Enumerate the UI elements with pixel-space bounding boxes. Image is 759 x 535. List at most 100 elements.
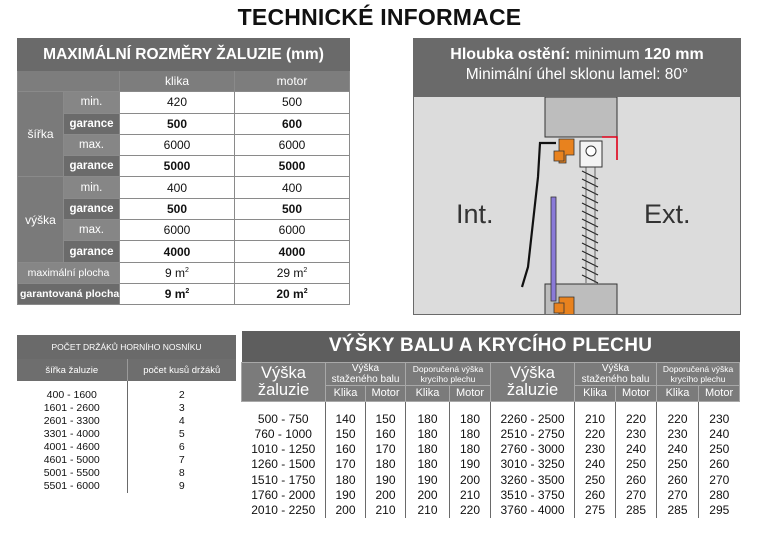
window-section-diagram: Int. Ext. — [414, 97, 740, 314]
value-klika: 6000 — [119, 133, 235, 157]
package-value: 230 — [697, 401, 740, 427]
package-value: 170 — [365, 442, 406, 458]
height-range: 760 - 1000 — [254, 427, 312, 442]
package-value: 240 — [697, 427, 740, 443]
package-value: 240 — [615, 442, 657, 458]
height-range: 2760 - 3000 — [490, 442, 575, 458]
value-klika: 4000 — [119, 240, 235, 263]
package-value: 270 — [656, 487, 699, 503]
package-value: 280 — [697, 487, 740, 503]
package-value: 200 — [325, 502, 366, 519]
package-value: 140 — [325, 401, 366, 427]
holders-table: POČET DRŽÁKŮ HORNÍHO NOSNÍKU šířka žaluz… — [17, 335, 236, 493]
value-klika: 420 — [119, 91, 235, 114]
width-range: 2601 - 3300 — [17, 415, 128, 428]
value-motor: 500 — [233, 91, 351, 114]
package-value: 285 — [615, 502, 657, 519]
package-value: 260 — [656, 472, 699, 488]
interior-label: Int. — [456, 199, 494, 229]
area-guaranteed-klika: 9 m2 — [119, 282, 235, 306]
package-value: 210 — [365, 502, 406, 519]
package-value: 210 — [449, 487, 491, 503]
package-value: 250 — [615, 457, 657, 473]
area-max-label: maximální plocha — [17, 261, 120, 284]
package-value: 180 — [449, 401, 491, 427]
package-value: 160 — [325, 442, 366, 458]
package-value: 260 — [697, 457, 740, 473]
width-range: 4001 - 4600 — [17, 441, 128, 454]
holder-count: 5 — [178, 428, 185, 440]
col-motor: motor — [233, 69, 351, 93]
mounting-info-box: Hloubka ostění: minimum 120 mm Minimální… — [413, 38, 741, 315]
package-value: 180 — [449, 427, 491, 443]
package-value: 150 — [325, 427, 366, 443]
package-value: 230 — [615, 427, 657, 443]
package-value: 180 — [405, 401, 450, 427]
sub-motor: Motor — [697, 384, 741, 402]
sub-klika: Klika — [656, 384, 699, 402]
width-range: 5501 - 6000 — [17, 480, 128, 493]
exterior-label: Ext. — [644, 199, 691, 229]
frame-profile-bottom-inner — [553, 302, 565, 314]
value-motor: 6000 — [233, 133, 351, 157]
height-range: 500 - 750 — [257, 412, 309, 426]
height-range: 3260 - 3500 — [490, 472, 575, 488]
height-range: 2260 - 2500 — [490, 401, 575, 427]
package-value: 270 — [697, 472, 740, 488]
value-motor: 500 — [233, 197, 351, 221]
height-range: 2510 - 2750 — [490, 427, 575, 443]
lintel-shape — [544, 97, 618, 138]
value-motor: 600 — [233, 112, 351, 135]
package-value: 210 — [405, 502, 450, 519]
width-range: 3301 - 4000 — [17, 428, 128, 441]
slat-angle-text: Minimální úhel sklonu lamel: 80° — [465, 66, 689, 83]
sub-motor: Motor — [449, 384, 491, 402]
cover-plate-line — [602, 136, 618, 160]
heights-title: VÝŠKY BALU A KRYCÍHO PLECHU — [241, 331, 740, 362]
package-value: 210 — [574, 401, 616, 427]
package-value: 180 — [325, 472, 366, 488]
value-motor: 4000 — [233, 240, 351, 263]
package-value: 220 — [574, 427, 616, 443]
value-motor: 5000 — [233, 155, 351, 178]
mounting-info-header: Hloubka ostění: minimum 120 mm Minimální… — [414, 39, 740, 97]
row-label: garance — [63, 197, 120, 221]
row-label: max. — [63, 219, 120, 242]
row-label: max. — [63, 133, 120, 157]
interior-frame-line — [520, 141, 556, 288]
pulley-shape — [585, 145, 597, 157]
height-range: 1760 - 2000 — [251, 487, 316, 502]
sub-motor: Motor — [615, 384, 657, 402]
value-motor: 400 — [233, 176, 351, 199]
package-value: 220 — [449, 502, 491, 519]
package-value: 180 — [365, 457, 406, 473]
value-motor: 6000 — [233, 219, 351, 242]
package-value: 200 — [365, 487, 406, 503]
package-value: 180 — [405, 442, 450, 458]
package-value: 180 — [405, 457, 450, 473]
package-value: 240 — [656, 442, 699, 458]
package-value: 150 — [365, 401, 406, 427]
package-value: 220 — [656, 401, 699, 427]
height-range: 3510 - 3750 — [490, 487, 575, 503]
area-max-klika: 9 m2 — [119, 261, 235, 284]
dimensions-table: MAXIMÁLNÍ ROZMĚRY ŽALUZIE (mm) klika mot… — [16, 38, 351, 306]
holder-count: 6 — [178, 441, 185, 453]
height-range: 3010 - 3250 — [490, 457, 575, 473]
width-range: 1601 - 2600 — [17, 402, 128, 415]
group-label-width: šířka — [17, 91, 64, 178]
package-value: 250 — [656, 457, 699, 473]
package-value: 250 — [697, 442, 740, 458]
package-value: 295 — [697, 502, 740, 519]
col-klika: klika — [119, 69, 235, 93]
row-label: garance — [63, 240, 120, 263]
